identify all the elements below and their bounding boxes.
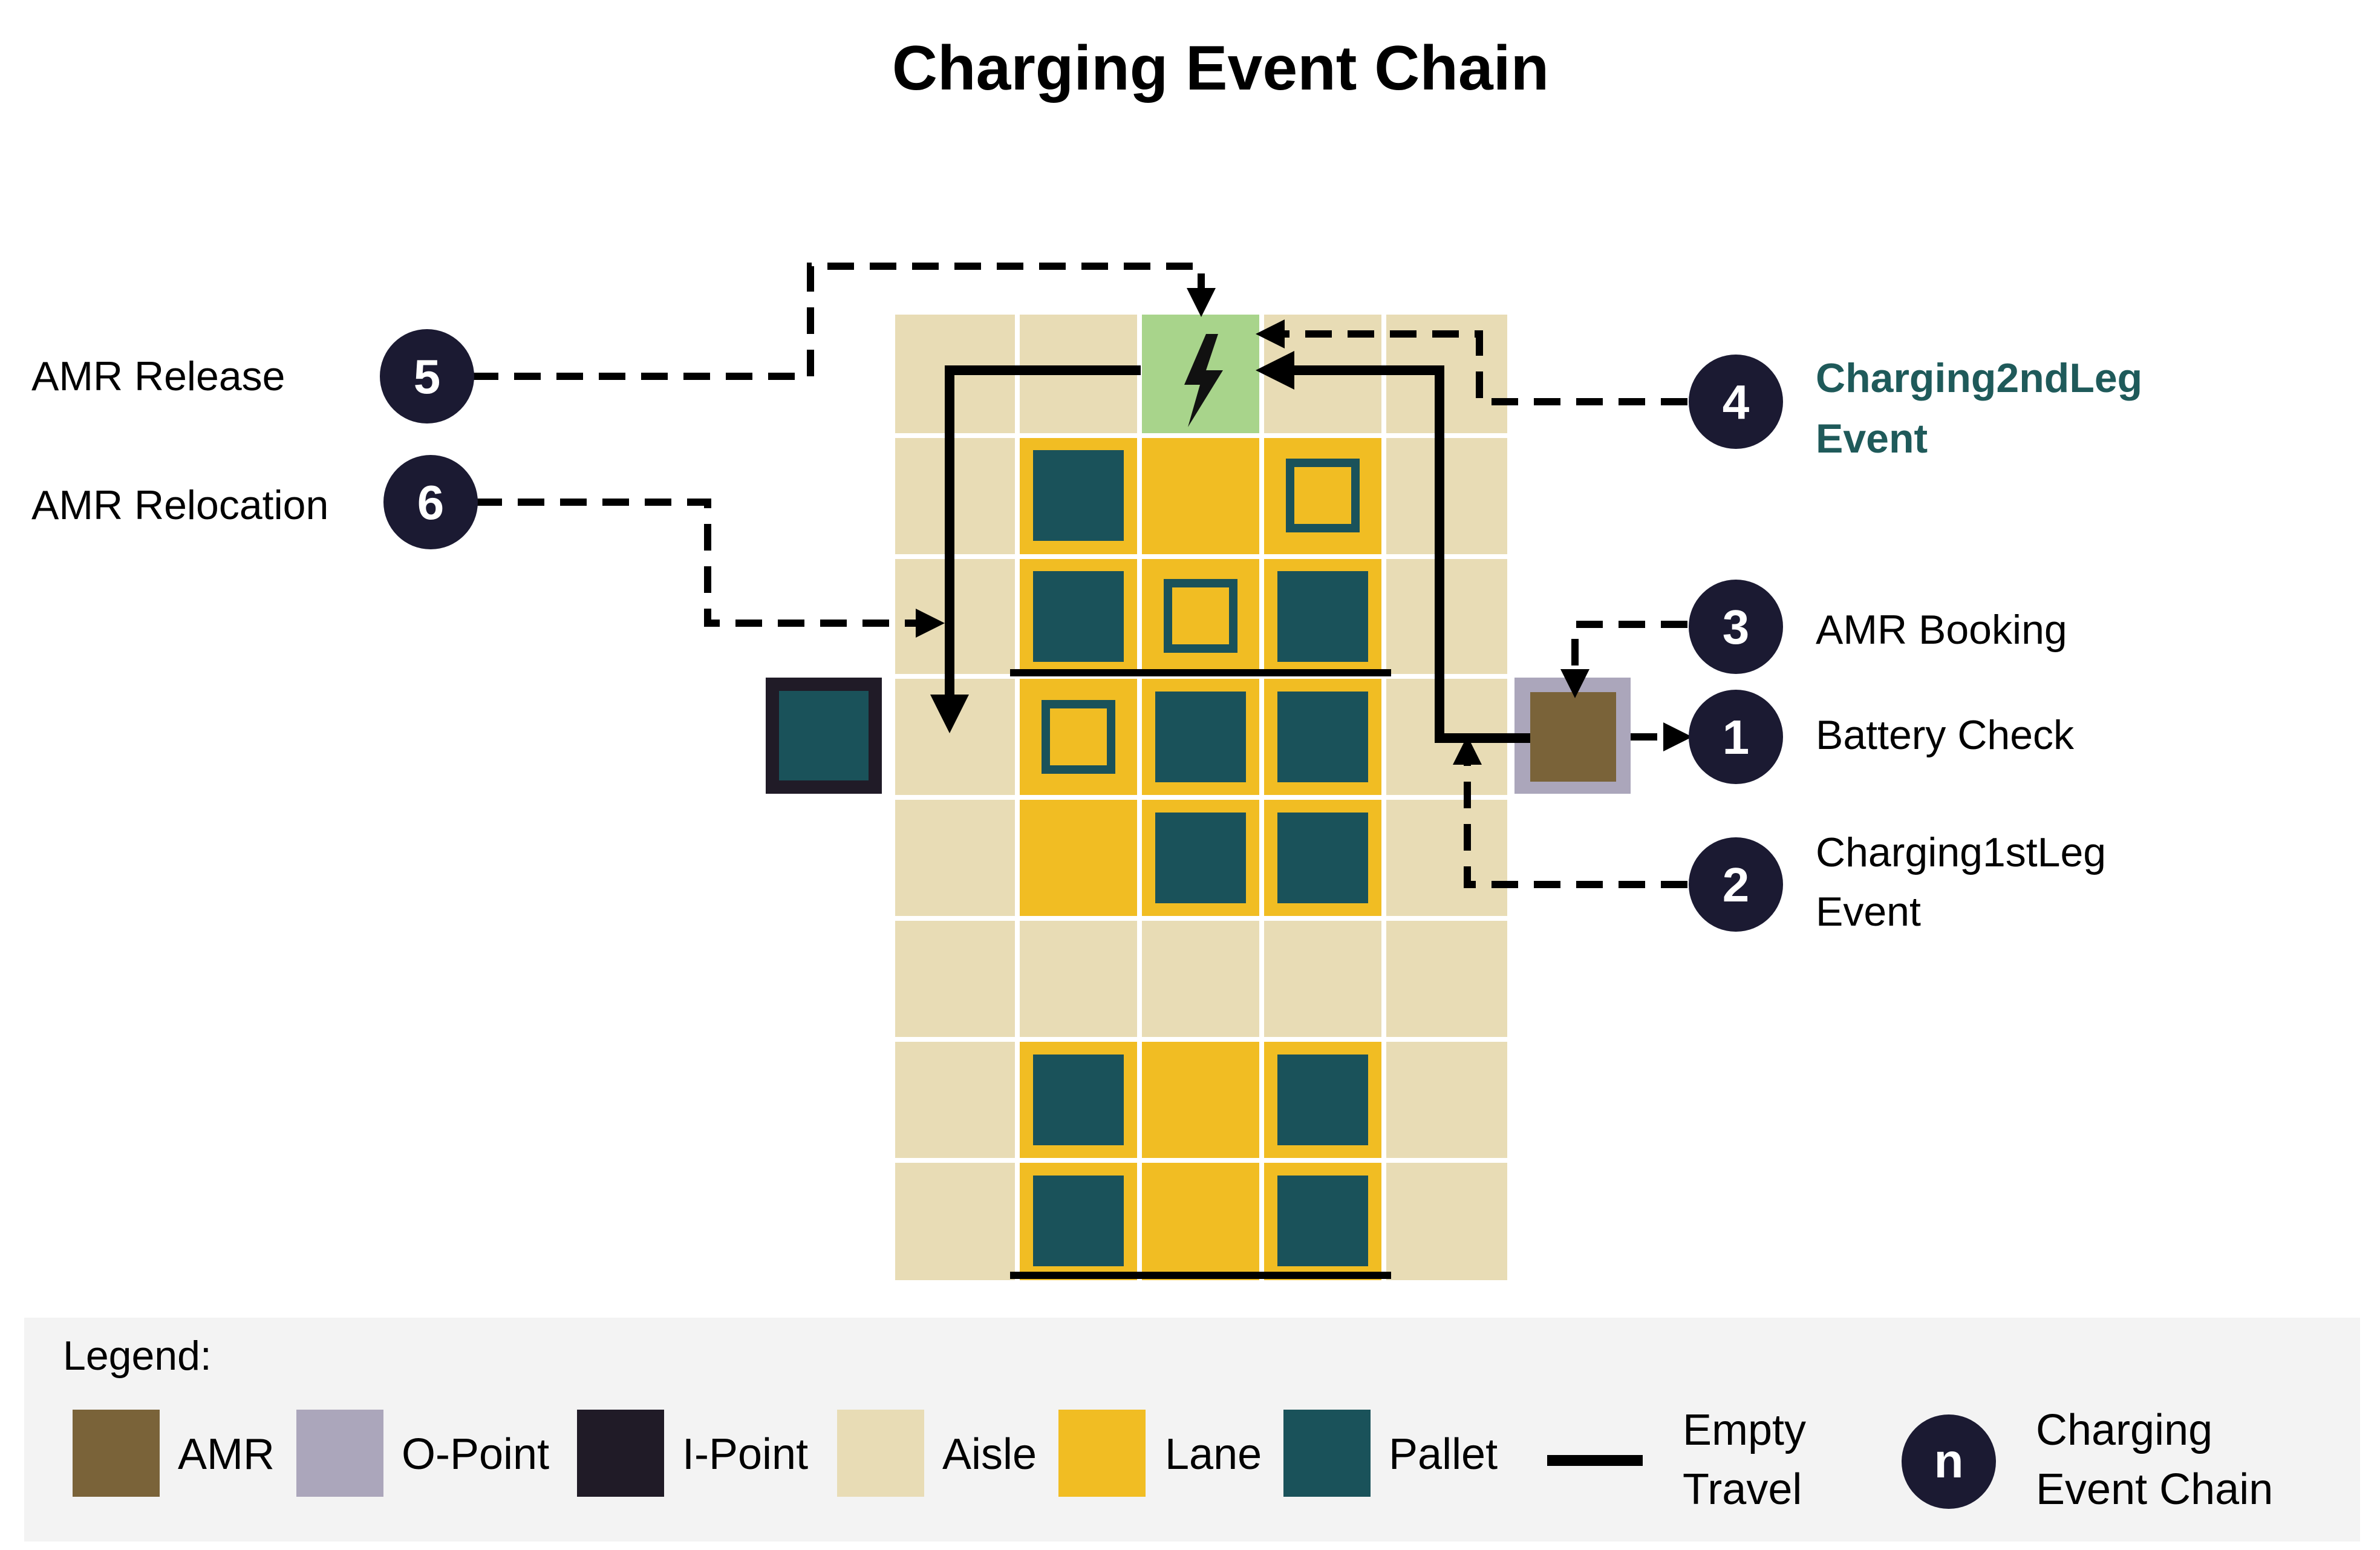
legend-item-pallet: Pallet xyxy=(1283,1410,1498,1497)
legend-label: O-Point xyxy=(402,1430,549,1479)
legend-label-line-2: Event Chain xyxy=(2036,1465,2273,1514)
warehouse-grid xyxy=(895,315,1507,1280)
legend-label: Aisle xyxy=(942,1430,1037,1479)
page-title: Charging Event Chain xyxy=(892,33,1549,103)
event-label-line-2: Event xyxy=(1816,416,1928,462)
legend-item-empty-travel: Empty Travel xyxy=(1547,1406,1806,1514)
legend: Legend: AMR O-Point I-Point Aisle Lane P… xyxy=(24,1318,2360,1542)
travel-path-to-charger xyxy=(1256,351,1530,743)
pallet xyxy=(1155,813,1246,903)
legend-item-amr: AMR xyxy=(73,1410,275,1497)
event-badge xyxy=(380,329,474,423)
legend-swatch xyxy=(296,1410,383,1497)
event-label-line-2: Event xyxy=(1816,889,1921,935)
legend-badge-symbol: n xyxy=(1934,1434,1964,1488)
legend-swatch xyxy=(577,1410,664,1497)
legend-heading: Legend: xyxy=(63,1333,212,1379)
legend-swatch xyxy=(73,1410,160,1497)
event-3: 3 AMR Booking xyxy=(1689,580,2067,674)
pallet xyxy=(1155,692,1246,782)
travel-path-from-charger xyxy=(930,365,1141,733)
connector-charging2ndleg xyxy=(1256,319,1687,405)
legend-swatch xyxy=(1283,1410,1371,1497)
legend-label: Lane xyxy=(1165,1430,1262,1479)
pallet xyxy=(1033,571,1124,662)
pallet xyxy=(1277,1176,1368,1266)
lightning-bolt-icon xyxy=(1184,334,1223,427)
legend-item-o-point: O-Point xyxy=(296,1410,549,1497)
legend-label-line-1: Empty xyxy=(1683,1406,1806,1454)
pallet xyxy=(1277,692,1368,782)
event-number: 1 xyxy=(1723,710,1750,764)
legend-label: I-Point xyxy=(682,1430,808,1479)
legend-item-i-point: I-Point xyxy=(577,1410,808,1497)
pallet-outlines xyxy=(1042,459,1360,774)
event-label-line-1: Charging2ndLeg xyxy=(1816,355,2142,401)
event-number: 5 xyxy=(414,350,441,404)
event-6: 6 AMR Relocation xyxy=(31,455,478,549)
grid-lines xyxy=(895,315,1507,1280)
connector-amr-relocation xyxy=(475,499,945,638)
event-badge xyxy=(1689,690,1783,784)
pallet xyxy=(1277,813,1368,903)
event-badge xyxy=(1689,580,1783,674)
legend-label-line-2: Travel xyxy=(1683,1465,1802,1514)
legend-item-aisle: Aisle xyxy=(837,1410,1037,1497)
legend-badge xyxy=(1902,1414,1996,1509)
event-number: 6 xyxy=(417,476,445,529)
connector-amr-release xyxy=(472,263,1216,380)
empty-travel-paths xyxy=(930,351,1530,743)
connector-amr-booking xyxy=(1560,621,1687,698)
event-5: 5 AMR Release xyxy=(31,329,474,423)
event-label: AMR Release xyxy=(31,353,285,399)
pallet-slot-outline xyxy=(1042,700,1115,774)
legend-label: AMR xyxy=(178,1430,275,1479)
event-badge xyxy=(1689,355,1783,449)
event-number: 3 xyxy=(1723,600,1750,654)
pallet xyxy=(1277,571,1368,662)
legend-label-line-1: Charging xyxy=(2036,1406,2212,1454)
legend-item-charging-event-chain: n Charging Event Chain xyxy=(1902,1406,2273,1514)
event-connectors xyxy=(472,263,1692,888)
event-label: Battery Check xyxy=(1816,712,2075,758)
connector-charging1stleg xyxy=(1453,736,1687,888)
event-label-line-1: Charging1stLeg xyxy=(1816,829,2106,875)
legend-swatch xyxy=(1058,1410,1146,1497)
amr xyxy=(1530,692,1616,782)
event-2: 2 Charging1stLeg Event xyxy=(1689,829,2106,935)
pallet xyxy=(779,691,869,780)
event-label: AMR Relocation xyxy=(31,482,328,528)
event-4: 4 Charging2ndLeg Event xyxy=(1689,355,2142,462)
event-badge xyxy=(1689,837,1783,932)
pallets xyxy=(1033,450,1368,1266)
pallet xyxy=(1033,1055,1124,1145)
legend-label: Pallet xyxy=(1389,1430,1498,1479)
event-badge xyxy=(383,455,478,549)
pallet xyxy=(1033,450,1124,541)
pallet xyxy=(1277,1055,1368,1145)
pallet-slot-outline xyxy=(1164,579,1237,653)
event-label: AMR Booking xyxy=(1816,607,2067,653)
pallet xyxy=(1033,1176,1124,1266)
legend-swatch xyxy=(837,1410,924,1497)
pallet-slot-outline xyxy=(1286,459,1360,532)
event-number: 4 xyxy=(1723,375,1750,429)
event-1: 1 Battery Check xyxy=(1689,690,2075,784)
legend-item-lane: Lane xyxy=(1058,1410,1262,1497)
event-number: 2 xyxy=(1723,858,1750,912)
